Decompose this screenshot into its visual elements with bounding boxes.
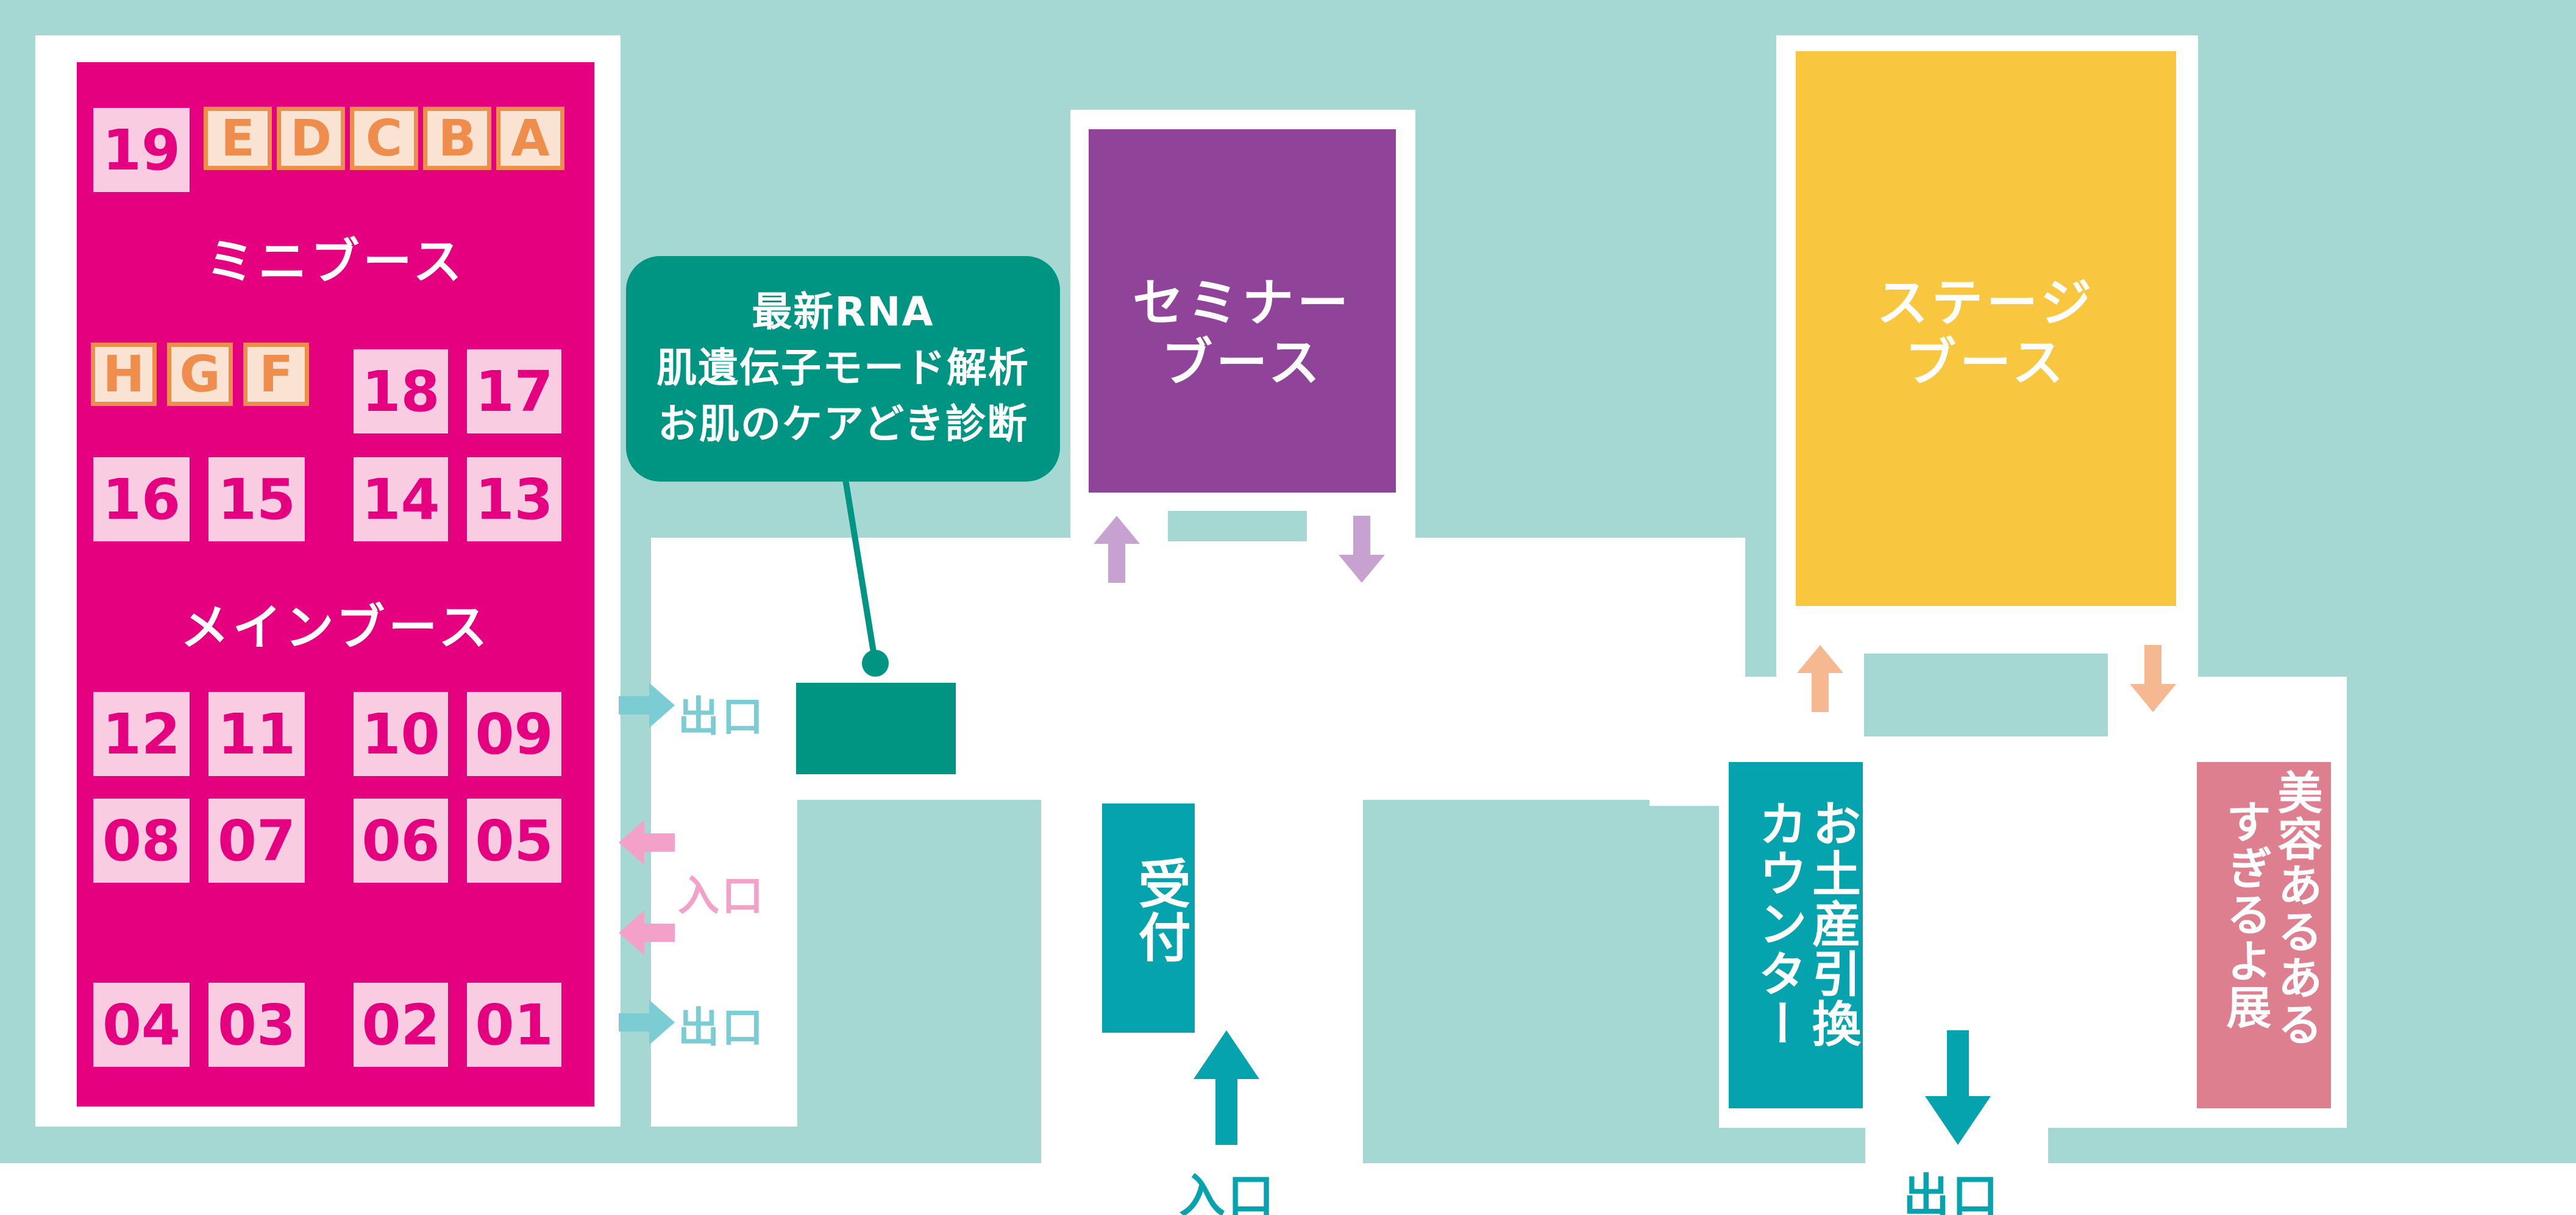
seminar-in-arrow-icon — [1094, 516, 1140, 583]
reception-label: 受付 — [1129, 857, 1190, 964]
booth-03[interactable]: 03 — [208, 983, 305, 1067]
reception-desk[interactable] — [1102, 803, 1195, 1033]
side-exit-top-arrow-icon — [619, 683, 675, 728]
booth-06[interactable]: 06 — [354, 799, 448, 883]
stage-booth[interactable] — [1796, 51, 2176, 606]
mini-booth-d[interactable]: D — [277, 107, 345, 170]
stage-out-arrow-icon — [2130, 645, 2176, 712]
seminar-booth[interactable] — [1089, 129, 1396, 493]
pillar-seminar — [1168, 511, 1307, 541]
booth-04[interactable]: 04 — [93, 983, 190, 1067]
booth-08[interactable]: 08 — [93, 799, 190, 883]
mini-booth-a[interactable]: A — [496, 107, 564, 170]
booth-19[interactable]: 19 — [93, 108, 190, 192]
door-gap-2 — [621, 875, 651, 893]
rna-callout-line2: 肌遺伝子モード解析 — [656, 344, 1030, 391]
side-exit-bottom-arrow-icon — [619, 1000, 675, 1045]
rna-booth[interactable] — [796, 683, 956, 774]
bottom-strip-left — [0, 1163, 2576, 1215]
gift-counter-line1: お土産引換 — [1804, 799, 1861, 1049]
gift-counter[interactable] — [1729, 762, 1863, 1108]
mini-booth-e[interactable]: E — [204, 107, 272, 170]
booth-02[interactable]: 02 — [354, 983, 448, 1067]
block-west — [797, 800, 1041, 1163]
main-entrance-arrow-icon — [1194, 1030, 1259, 1145]
west-lobby — [651, 538, 797, 1127]
mini-booth-c[interactable]: C — [350, 107, 418, 170]
stage-in-arrow-icon — [1797, 645, 1843, 712]
rna-callout-line3: お肌のケアどき診断 — [657, 401, 1029, 447]
stage-booth-label-line1: ステージ — [1876, 273, 2096, 333]
booth-12[interactable]: 12 — [93, 692, 190, 776]
rna-callout-line1: 最新RNA — [752, 288, 934, 335]
main-booth-label: メインブース — [180, 599, 491, 656]
side-entrance-label[interactable]: 入口 — [678, 872, 766, 921]
block-top-middle — [1415, 0, 1776, 538]
rna-callout — [626, 256, 1060, 482]
stage-booth-label-line2: ブース — [1905, 333, 2067, 393]
booth-15[interactable]: 15 — [208, 457, 305, 541]
booth-09[interactable]: 09 — [467, 692, 561, 776]
seminar-booth-label-line2: ブース — [1161, 333, 1323, 393]
beauty-exhibit[interactable] — [2197, 762, 2331, 1108]
mini-booth-g[interactable]: G — [167, 343, 233, 406]
mini-booth-b[interactable]: B — [423, 107, 491, 170]
mini-booth-label: ミニブース — [205, 233, 466, 290]
booth-10[interactable]: 10 — [354, 692, 448, 776]
pillar-stage — [1864, 654, 2108, 736]
door-gap-1 — [621, 732, 651, 747]
beauty-exhibit-line1: 美容あるある — [2270, 769, 2322, 1047]
main-exit-arrow-icon — [1925, 1030, 1991, 1145]
booth-01[interactable]: 01 — [467, 983, 561, 1067]
seminar-out-arrow-icon — [1339, 516, 1385, 583]
booth-16[interactable]: 16 — [93, 457, 190, 541]
beauty-exhibit-line2: すぎるよ展 — [2219, 799, 2271, 1030]
side-exit-top-label[interactable]: 出口 — [678, 693, 766, 741]
booth-17[interactable]: 17 — [467, 349, 561, 433]
mini-booth-f[interactable]: F — [243, 343, 309, 406]
main-exhibition-area — [77, 62, 594, 1106]
booth-14[interactable]: 14 — [354, 457, 448, 541]
seminar-booth-label-line1: セミナー — [1132, 273, 1352, 333]
gift-counter-line2: カウンター — [1751, 799, 1807, 1049]
block-center — [1363, 800, 1649, 1163]
booth-13[interactable]: 13 — [467, 457, 561, 541]
mini-booth-h[interactable]: H — [91, 343, 157, 406]
door-gap-3 — [621, 994, 651, 1009]
main-exit-label[interactable]: 出口 — [1903, 1169, 2001, 1215]
booth-07[interactable]: 07 — [208, 799, 305, 883]
booth-11[interactable]: 11 — [208, 692, 305, 776]
booth-18[interactable]: 18 — [354, 349, 448, 433]
side-entrance-arrow-2-icon — [619, 910, 675, 955]
main-entrance-label[interactable]: 入口 — [1179, 1169, 1276, 1215]
side-entrance-arrow-1-icon — [619, 820, 675, 865]
side-exit-bottom-label[interactable]: 出口 — [678, 1004, 766, 1052]
booth-05[interactable]: 05 — [467, 799, 561, 883]
block-east — [1649, 933, 1717, 1163]
